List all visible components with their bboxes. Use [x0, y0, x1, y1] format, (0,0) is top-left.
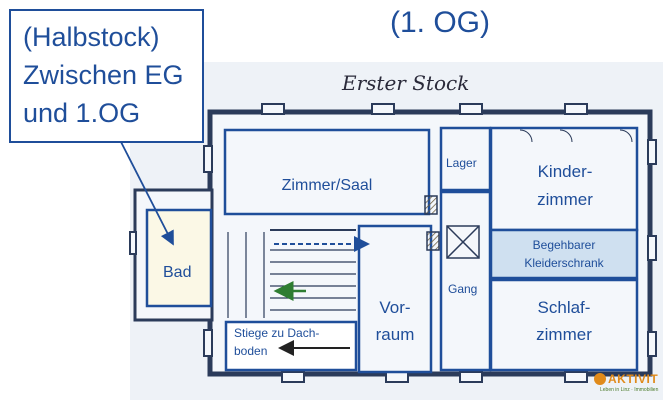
logo-tagline: Leben in Linz · Immobilien: [600, 387, 659, 393]
room-zimmer-saal: [223, 128, 431, 216]
logo-word: AKTIVIT: [608, 372, 659, 386]
chimney-lower: [426, 231, 440, 251]
logo-mark-icon: [594, 373, 606, 385]
windows-side: [129, 139, 657, 357]
windows-bottom: [281, 371, 588, 383]
label-kinderzimmer-2: zimmer: [537, 190, 593, 209]
room-kleiderschrank: [489, 228, 639, 280]
label-kleiderschrank-2: Kleiderschrank: [524, 256, 604, 270]
chimney-upper: [424, 195, 438, 215]
label-lager: Lager: [446, 156, 477, 170]
label-vorraum-2: raum: [375, 325, 415, 344]
room-schlafzimmer: [489, 278, 639, 372]
label-vorraum-1: Vor-: [379, 298, 411, 317]
label-schlafzimmer-1: Schlaf-: [537, 298, 591, 317]
callout-line-2: Zwischen EG: [23, 60, 184, 90]
room-stiege: [224, 320, 358, 372]
room-bad: [145, 208, 213, 308]
staircase-treads: [227, 229, 356, 318]
callout-line-3: und 1.OG: [23, 98, 141, 128]
windows-top: [261, 103, 588, 115]
callout-box: (Halbstock) Zwischen EG und 1.OG: [9, 9, 204, 143]
callout-pointer: [119, 139, 174, 246]
brand-logo: AKTIVIT Leben in Linz · Immobilien: [592, 372, 660, 398]
callout-line-1: (Halbstock): [23, 22, 160, 52]
label-kleiderschrank-1: Begehbarer: [532, 238, 596, 252]
label-gang: Gang: [448, 282, 478, 296]
label-kinderzimmer-1: Kinder-: [537, 162, 593, 181]
plan-caption: Erster Stock: [341, 71, 469, 95]
label-zimmer-saal: Zimmer/Saal: [281, 177, 373, 194]
shaft-symbol: [446, 225, 480, 259]
floor-heading: (1. OG): [389, 6, 490, 39]
label-schlafzimmer-2: zimmer: [536, 325, 592, 344]
room-vorraum: [357, 224, 433, 374]
label-stiege-1: Stiege zu Dach-: [234, 326, 320, 340]
label-stiege-2: boden: [234, 344, 268, 358]
door-arcs: [519, 129, 633, 143]
label-bad: Bad: [163, 264, 192, 281]
